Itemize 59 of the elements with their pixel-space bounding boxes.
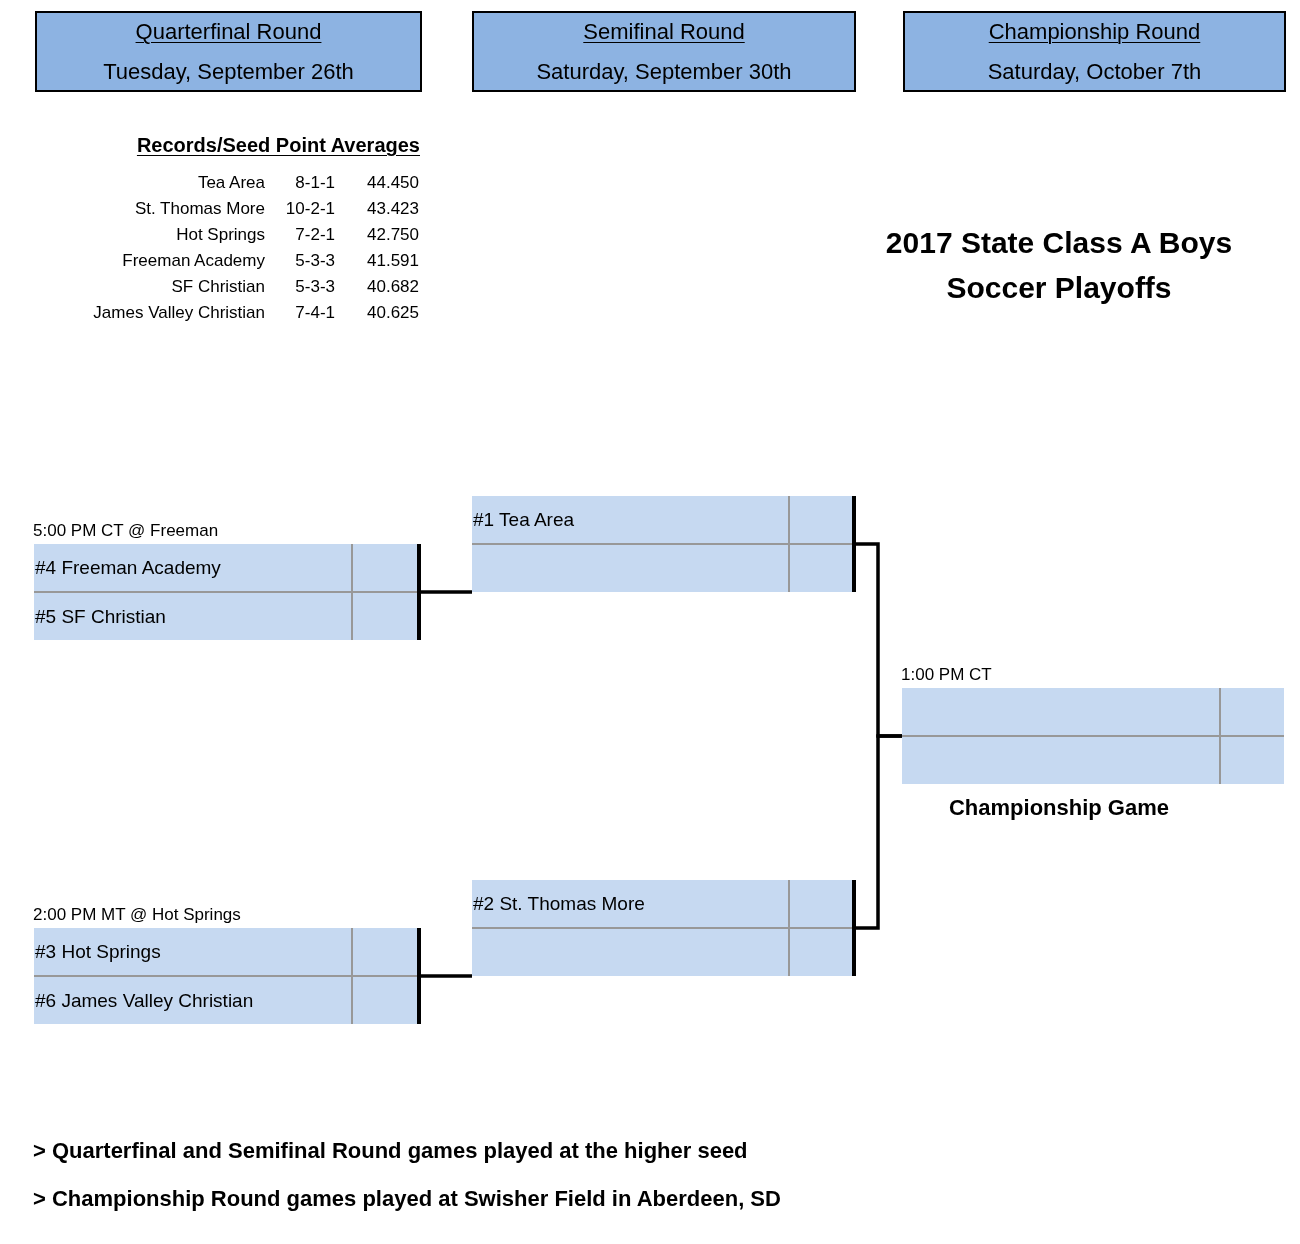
average-value: 40.625: [367, 303, 419, 322]
team-name: #5 SF Christian: [34, 604, 166, 629]
round-header: [903, 11, 1286, 92]
team-row: [902, 688, 1284, 735]
footnote: > Quarterfinal and Semifinal Round games played at the higher seed: [33, 1137, 748, 1165]
team-label: Hot Springs: [176, 225, 265, 244]
team-row: [902, 737, 1284, 784]
round-title: Quarterfinal Round: [135, 19, 322, 45]
match-box: [472, 880, 856, 976]
team-name: #4 Freeman Academy: [34, 555, 221, 580]
match-caption: Championship Game: [947, 794, 1170, 822]
round-title: Championship Round: [988, 19, 1201, 45]
average-value: 41.591: [367, 251, 419, 270]
match-time-label: 1:00 PM CT: [901, 664, 992, 686]
team-row: [472, 929, 852, 976]
round-date: Saturday, October 7th: [987, 59, 1202, 85]
record-text: 8-1-1: [295, 173, 335, 192]
round-header: [472, 11, 856, 92]
match-box: [34, 544, 421, 640]
match-box: [34, 928, 421, 1024]
team-row: [34, 593, 417, 640]
average-value: 40.682: [367, 277, 419, 296]
diagram-title: 2017 State Class A Boys Soccer Playoffs: [885, 226, 1233, 304]
team-name: #2 St. Thomas More: [472, 891, 645, 916]
team-row: [472, 545, 852, 592]
team-name: #3 Hot Springs: [34, 939, 161, 964]
record-text: 5-3-3: [295, 251, 335, 270]
team-label: Freeman Academy: [122, 251, 265, 270]
team-row: [34, 928, 417, 975]
table-heading: Records/Seed Point Averages: [136, 134, 420, 156]
bracket-line: [856, 734, 902, 930]
record-text: 7-4-1: [295, 303, 335, 322]
match-box: [472, 496, 856, 592]
team-name: #6 James Valley Christian: [34, 988, 254, 1013]
average-value: 43.423: [367, 199, 419, 218]
team-row: [472, 496, 852, 543]
bracket-line: [421, 590, 472, 594]
match-box: [902, 688, 1284, 784]
round-title: Semifinal Round: [583, 19, 745, 45]
team-label: James Valley Christian: [93, 303, 265, 322]
team-label: SF Christian: [171, 277, 265, 296]
round-header: [35, 11, 422, 92]
match-time-label: 5:00 PM CT @ Freeman: [33, 520, 219, 542]
team-label: St. Thomas More: [134, 199, 265, 218]
team-row: [34, 977, 417, 1024]
record-text: 10-2-1: [285, 199, 335, 218]
record-text: 7-2-1: [295, 225, 335, 244]
footnote: > Championship Round games played at Swisher Field in Aberdeen, SD: [33, 1185, 781, 1213]
round-date: Saturday, September 30th: [536, 59, 792, 85]
team-label: Tea Area: [197, 173, 265, 192]
match-time-label: 2:00 PM MT @ Hot Springs: [33, 904, 241, 926]
average-value: 42.750: [367, 225, 419, 244]
average-value: 44.450: [367, 173, 419, 192]
team-name: #1 Tea Area: [472, 507, 575, 532]
team-row: [472, 880, 852, 927]
record-text: 5-3-3: [295, 277, 335, 296]
bracket-line: [421, 974, 472, 978]
round-date: Tuesday, September 26th: [103, 59, 354, 85]
team-row: [34, 544, 417, 591]
